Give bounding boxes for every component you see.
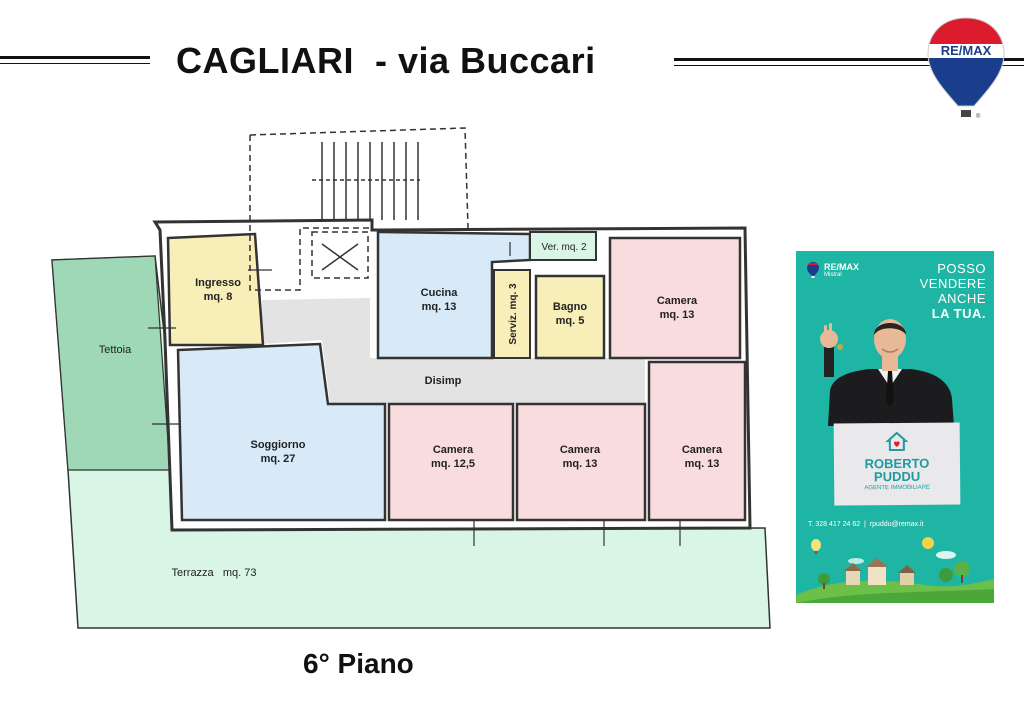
camera-3-room bbox=[647, 360, 747, 522]
header-line-left-thin bbox=[0, 63, 150, 64]
disimp-area bbox=[262, 298, 645, 404]
camera-ne-label-area: mq. 13 bbox=[660, 309, 695, 321]
header-line-right bbox=[674, 58, 1024, 61]
stair-steps bbox=[312, 142, 420, 271]
camera-1-label-area: mq. 12,5 bbox=[431, 458, 475, 470]
soggiorno-label-name: Soggiorno bbox=[251, 439, 306, 451]
camera-3-label-name: Camera bbox=[682, 444, 723, 456]
ingresso-label-name: Ingresso bbox=[195, 277, 241, 289]
ad-brand-name: RE/MAX bbox=[824, 262, 860, 272]
ad-balloon-icon bbox=[807, 262, 819, 278]
ver-room bbox=[529, 231, 597, 261]
hot-air-balloon-icon bbox=[811, 539, 821, 554]
ad-headline-strong: LA TUA. bbox=[931, 306, 986, 321]
agent-role: AGENTE IMMOBILIARE bbox=[864, 484, 931, 492]
stairwell bbox=[249, 127, 469, 291]
header-line-right-thin bbox=[674, 65, 1024, 66]
house-heart-icon bbox=[885, 431, 908, 452]
tettoia-label: Tettoia bbox=[99, 344, 132, 356]
door-marks bbox=[148, 242, 681, 546]
bagno-label-name: Bagno bbox=[553, 301, 588, 313]
agent-photo bbox=[820, 319, 954, 426]
terrazza-label: Terrazza mq. 73 bbox=[172, 567, 257, 579]
floor-label: 6° Piano bbox=[303, 648, 414, 679]
bagno-label-area: mq. 5 bbox=[556, 315, 585, 327]
ver-label: Ver. mq. 2 bbox=[541, 242, 586, 253]
camera-ne-room bbox=[608, 236, 742, 360]
ad-landscape-illustration bbox=[796, 537, 994, 603]
ingresso-room bbox=[166, 232, 265, 347]
disimp-label: Disimp bbox=[425, 375, 462, 387]
serviz-label: Serviz. mq. 3 bbox=[508, 283, 519, 345]
ad-brand: RE/MAX Mistral bbox=[806, 261, 876, 281]
header-line-left bbox=[0, 56, 150, 59]
sun-icon bbox=[922, 537, 934, 549]
svg-text:®: ® bbox=[976, 113, 981, 120]
tree-icon bbox=[818, 561, 970, 589]
ad-headline-line: POSSO bbox=[937, 261, 986, 276]
page-title: CAGLIARI - via Buccari bbox=[176, 40, 596, 81]
camera-2-label-name: Camera bbox=[560, 444, 601, 456]
cucina-label-name: Cucina bbox=[421, 287, 459, 299]
camera-2-room bbox=[515, 402, 647, 522]
camera-1-label-name: Camera bbox=[433, 444, 474, 456]
logo-brand-text: RE/MAX bbox=[941, 43, 992, 58]
soggiorno-room bbox=[176, 342, 387, 522]
agent-name: ROBERTO PUDDU bbox=[864, 455, 930, 485]
ad-headline-line: ANCHE bbox=[937, 291, 986, 306]
agent-card: ROBERTO PUDDU AGENTE IMMOBILIARE bbox=[833, 422, 961, 506]
camera-2-label-area: mq. 13 bbox=[563, 458, 598, 470]
ad-headline: POSSO VENDERE ANCHE LA TUA. bbox=[920, 261, 986, 321]
serviz-room bbox=[493, 269, 531, 359]
agent-contact: T. 328 417 24 62 | rpuddu@remax.it bbox=[808, 521, 924, 528]
agent-ad-banner: RE/MAX Mistral POSSO VENDERE ANCHE LA TU… bbox=[796, 251, 994, 603]
floor-plan: Tettoia Ingresso mq. 8 Cucina mq. 13 Ver… bbox=[51, 127, 771, 629]
cucina-label-area: mq. 13 bbox=[422, 301, 457, 313]
bagno-room bbox=[534, 274, 606, 360]
tettoia-area bbox=[51, 255, 171, 471]
ad-headline-line: VENDERE bbox=[919, 276, 986, 291]
soggiorno-label-area: mq. 27 bbox=[261, 453, 296, 465]
camera-1-room bbox=[387, 402, 515, 522]
camera-ne-label-name: Camera bbox=[657, 295, 698, 307]
remax-balloon-logo: RE/MAX ® bbox=[927, 17, 1005, 120]
ad-brand-sub: Mistral bbox=[824, 272, 842, 278]
terrazza-area bbox=[51, 255, 771, 629]
ingresso-label-area: mq. 8 bbox=[204, 291, 233, 303]
camera-3-label-area: mq. 13 bbox=[685, 458, 720, 470]
